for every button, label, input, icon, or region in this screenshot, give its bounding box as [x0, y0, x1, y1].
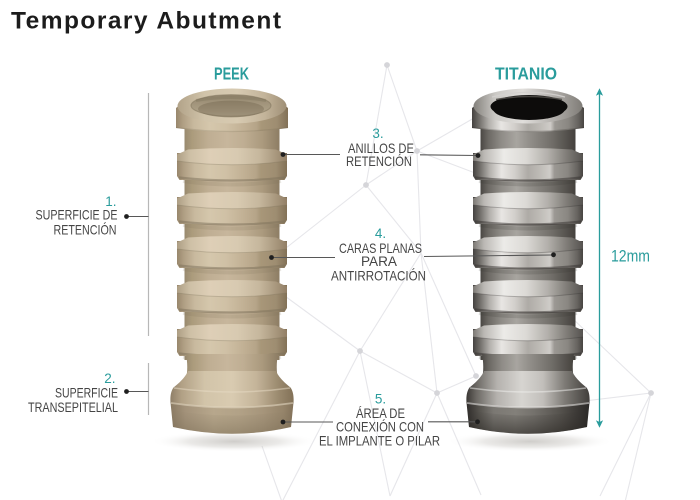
svg-text:RETENCIÓN: RETENCIÓN	[346, 153, 412, 169]
svg-text:EL IMPLANTE O PILAR: EL IMPLANTE O PILAR	[319, 432, 440, 448]
svg-text:4.: 4.	[375, 226, 386, 241]
svg-text:RETENCIÓN: RETENCIÓN	[54, 222, 117, 238]
svg-text:1.: 1.	[105, 194, 116, 209]
svg-text:5.: 5.	[375, 392, 386, 407]
svg-text:2.: 2.	[104, 371, 115, 386]
svg-text:SUPERFICIE: SUPERFICIE	[55, 385, 118, 401]
svg-text:PEEK: PEEK	[214, 64, 249, 84]
svg-text:ANTIRROTACIÓN: ANTIRROTACIÓN	[331, 268, 426, 284]
svg-text:PARA: PARA	[361, 253, 398, 269]
svg-text:CARAS PLANAS: CARAS PLANAS	[339, 240, 422, 256]
svg-text:Temporary Abutment: Temporary Abutment	[11, 8, 281, 35]
svg-text:TRANSEPITELIAL: TRANSEPITELIAL	[28, 399, 118, 415]
svg-text:CONEXIÓN CON: CONEXIÓN CON	[336, 419, 424, 435]
svg-text:ANILLOS DE: ANILLOS DE	[348, 140, 414, 156]
svg-text:TITANIO: TITANIO	[495, 64, 557, 84]
svg-text:ÁREA DE: ÁREA DE	[356, 405, 405, 421]
svg-text:12mm: 12mm	[611, 248, 650, 266]
svg-text:3.: 3.	[372, 126, 383, 141]
svg-text:SUPERFICIE DE: SUPERFICIE DE	[36, 207, 118, 223]
